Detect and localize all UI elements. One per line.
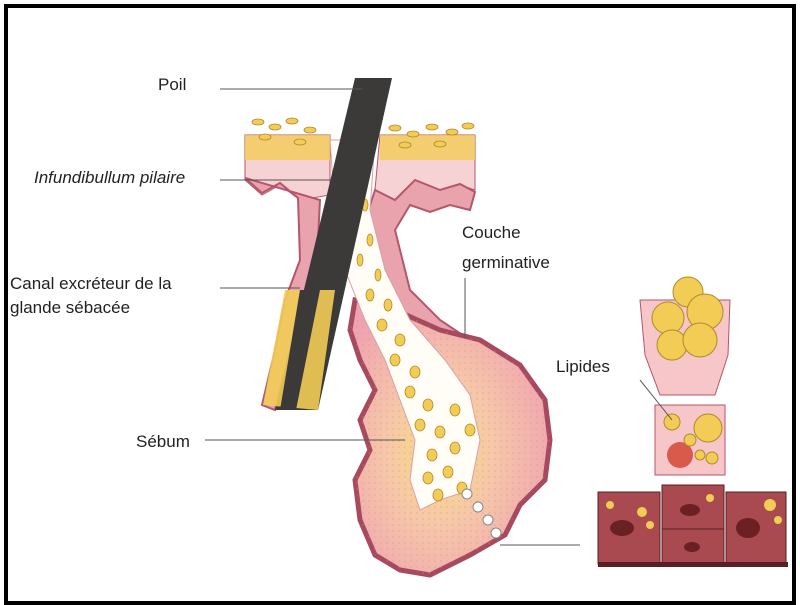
label-canal-line2: glande sébacée [10, 297, 130, 319]
label-infundibulum: Infundibullum pilaire [34, 167, 185, 189]
label-lipides: Lipides [556, 356, 610, 378]
label-sebum: Sébum [136, 431, 190, 453]
label-canal-line1: Canal excréteur de la [10, 273, 172, 295]
cell-detail-middle [655, 405, 725, 475]
cell-layer-basal [598, 485, 788, 567]
label-couche-line1: Couche [462, 222, 521, 244]
label-poil: Poil [158, 74, 186, 96]
label-couche-line2: germinative [462, 252, 550, 274]
cell-detail-top [640, 277, 730, 395]
